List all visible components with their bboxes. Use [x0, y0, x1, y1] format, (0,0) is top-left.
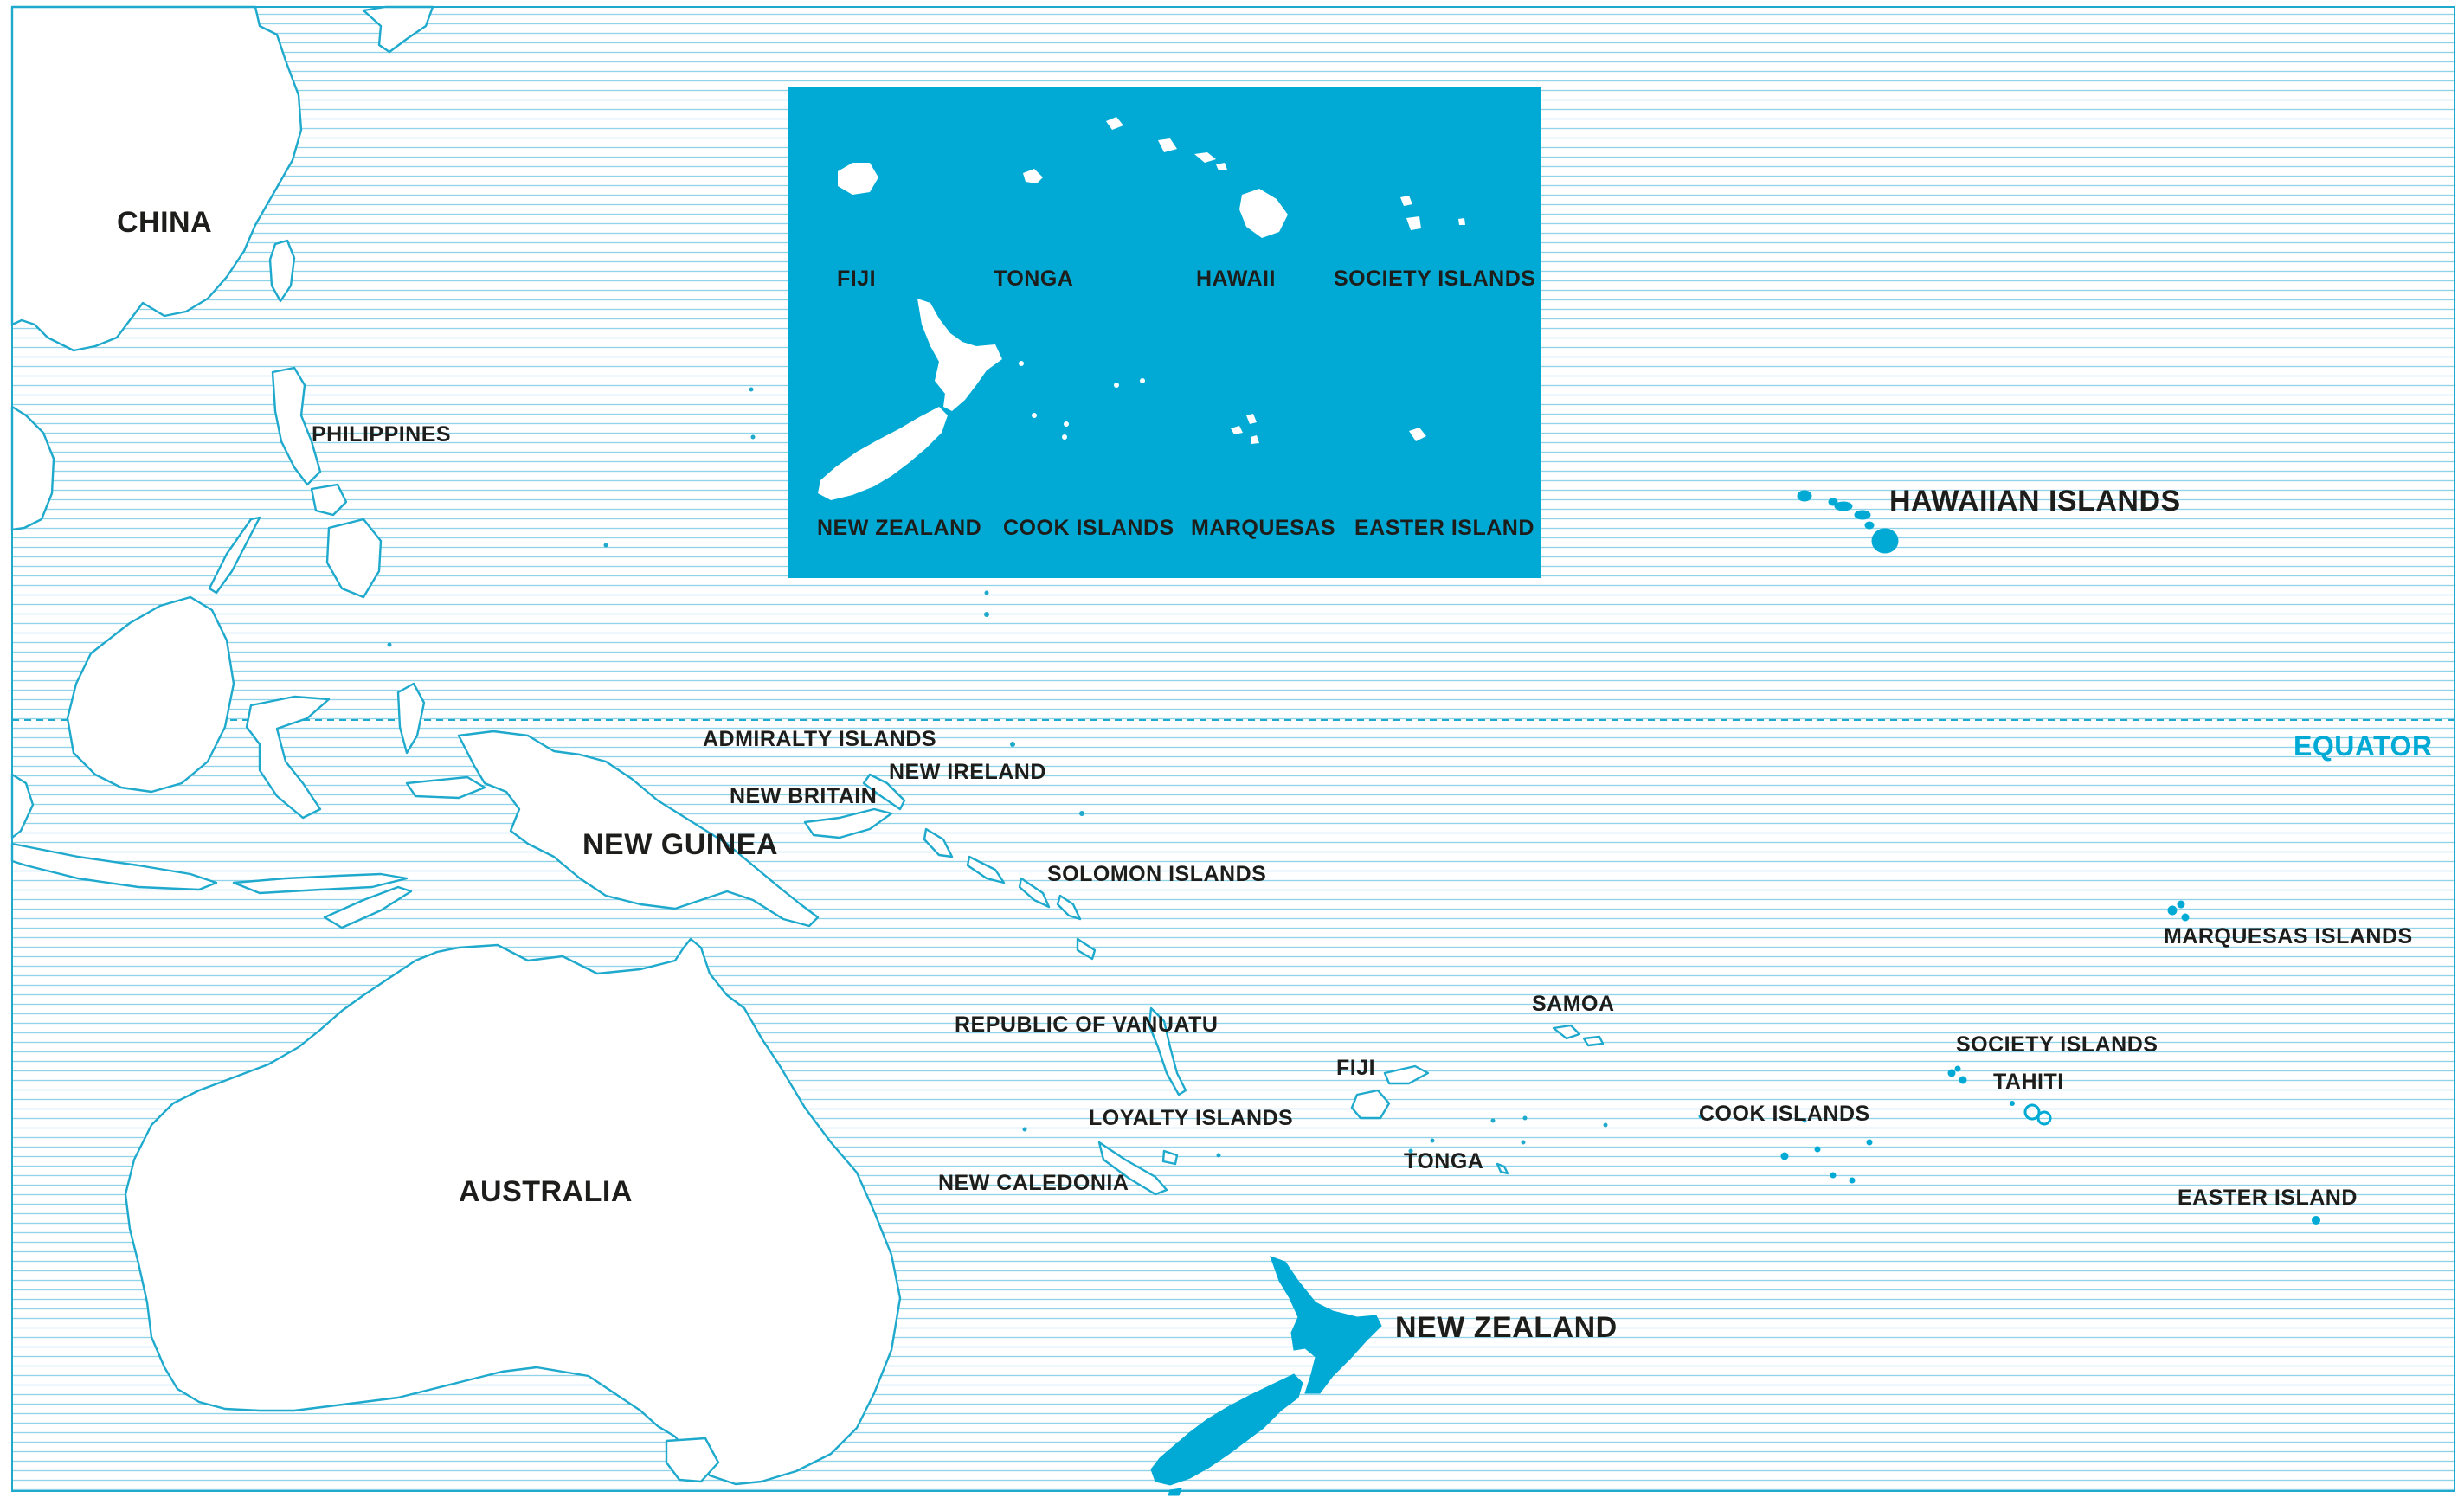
sulawesi-island — [245, 695, 331, 820]
label-china: CHINA — [117, 206, 212, 239]
solomon-island-5 — [1076, 937, 1097, 961]
new-guinea-island — [457, 730, 820, 928]
inset-nz-south — [818, 407, 948, 500]
inset-fiji-shape — [838, 163, 878, 195]
japan-fragment — [362, 5, 434, 54]
solomon-island-2 — [966, 855, 1006, 884]
easter-island — [2312, 1216, 2320, 1225]
inset-society-1 — [1400, 196, 1412, 206]
cook-islands — [1780, 1139, 1873, 1184]
tahiti-island — [2010, 1101, 2052, 1126]
philippines-luzon — [271, 366, 322, 486]
loyalty-islands — [1161, 1149, 1179, 1166]
label-equator: EQUATOR — [2294, 730, 2433, 762]
philippines-mindanao — [325, 518, 383, 599]
label-tahiti: TAHITI — [1993, 1070, 2064, 1094]
label-solomon-islands: SOLOMON ISLANDS — [1047, 862, 1266, 886]
inset-hawaii-3 — [1194, 152, 1216, 163]
inset-easter-shape — [1409, 428, 1426, 441]
society-islands — [1947, 1065, 1967, 1084]
new-caledonia-island — [1097, 1141, 1168, 1196]
java-island — [10, 842, 218, 891]
marquesas-islands — [2167, 900, 2190, 922]
fiji-vanua-levu — [1383, 1064, 1430, 1085]
inset-hawaii-5 — [1239, 189, 1288, 238]
inset-label-marquesas: MARQUESAS — [1191, 516, 1335, 540]
inset-marquesas-shape — [1231, 414, 1259, 444]
inset-nz-north — [917, 299, 1002, 411]
sumatra-island — [10, 773, 35, 839]
moluccas-islands — [396, 682, 426, 755]
label-new-caledonia: NEW CALEDONIA — [938, 1171, 1129, 1195]
fiji-viti-levu — [1350, 1089, 1391, 1120]
china-landmass — [10, 5, 303, 352]
hawaiian-islands — [1797, 490, 1899, 554]
inset-hawaii-2 — [1158, 138, 1177, 152]
label-samoa: SAMOA — [1532, 992, 1615, 1016]
label-new-zealand: NEW ZEALAND — [1395, 1311, 1618, 1344]
vanuatu-islands — [1148, 1006, 1187, 1096]
taiwan-island — [268, 239, 296, 303]
label-new-ireland: NEW IRELAND — [889, 760, 1046, 784]
lesser-sunda-islands — [232, 872, 409, 895]
label-admiralty-islands: ADMIRALTY ISLANDS — [703, 727, 936, 751]
small-islets — [387, 387, 1807, 1158]
samoa-islands — [1552, 1024, 1605, 1047]
label-cook-islands: COOK ISLANDS — [1699, 1102, 1870, 1126]
label-australia: AUSTRALIA — [459, 1175, 633, 1208]
inset-panel — [788, 87, 1541, 578]
inset-label-tonga: TONGA — [994, 267, 1073, 291]
label-loyalty-islands: LOYALTY ISLANDS — [1089, 1106, 1293, 1130]
inset-label-new-zealand: NEW ZEALAND — [817, 516, 981, 540]
inset-hawaii-1 — [1106, 117, 1123, 130]
label-easter-island: EASTER ISLAND — [2178, 1186, 2358, 1210]
inset-islands — [818, 117, 1465, 500]
label-fiji: FIJI — [1336, 1056, 1375, 1080]
label-philippines: PHILIPPINES — [312, 422, 451, 447]
inset-label-cook-islands: COOK ISLANDS — [1003, 516, 1174, 540]
new-zealand-north-island — [1270, 1256, 1382, 1394]
solomon-island-3 — [1018, 877, 1051, 909]
australia-landmass — [124, 937, 902, 1486]
timor-island — [323, 885, 413, 929]
inset-hawaii-4 — [1216, 163, 1227, 170]
borneo-island — [66, 595, 235, 794]
tasmania-island — [665, 1437, 720, 1483]
inset-label-hawaii: HAWAII — [1196, 267, 1276, 291]
label-marquesas-islands: MARQUESAS ISLANDS — [2164, 924, 2413, 948]
philippines-palawan — [208, 516, 261, 595]
inset-label-easter-island: EASTER ISLAND — [1354, 516, 1534, 540]
label-hawaiian-islands: HAWAIIAN ISLANDS — [1889, 485, 2181, 518]
inset-tonga-shape — [1023, 169, 1043, 183]
new-ireland-island — [862, 773, 906, 811]
new-britain-island — [803, 807, 893, 839]
inset-label-fiji: FIJI — [837, 267, 876, 291]
label-vanuatu: REPUBLIC OF VANUATU — [955, 1013, 1218, 1037]
stewart-island — [1168, 1488, 1182, 1496]
inset-society-3 — [1458, 218, 1465, 225]
philippines-visayas — [310, 483, 348, 517]
solomon-island-1 — [923, 827, 954, 858]
label-new-britain: NEW BRITAIN — [730, 784, 877, 808]
label-society-islands: SOCIETY ISLANDS — [1956, 1032, 2158, 1057]
seram-island — [405, 775, 486, 800]
label-new-guinea: NEW GUINEA — [582, 828, 778, 861]
inset-label-society-islands: SOCIETY ISLANDS — [1334, 267, 1535, 291]
label-tonga: TONGA — [1404, 1149, 1483, 1173]
indochina-landmass — [10, 405, 55, 531]
tonga-islands — [1496, 1162, 1509, 1175]
solomon-island-4 — [1056, 894, 1082, 921]
inset-society-2 — [1406, 216, 1421, 230]
new-zealand-south-island — [1150, 1373, 1303, 1486]
